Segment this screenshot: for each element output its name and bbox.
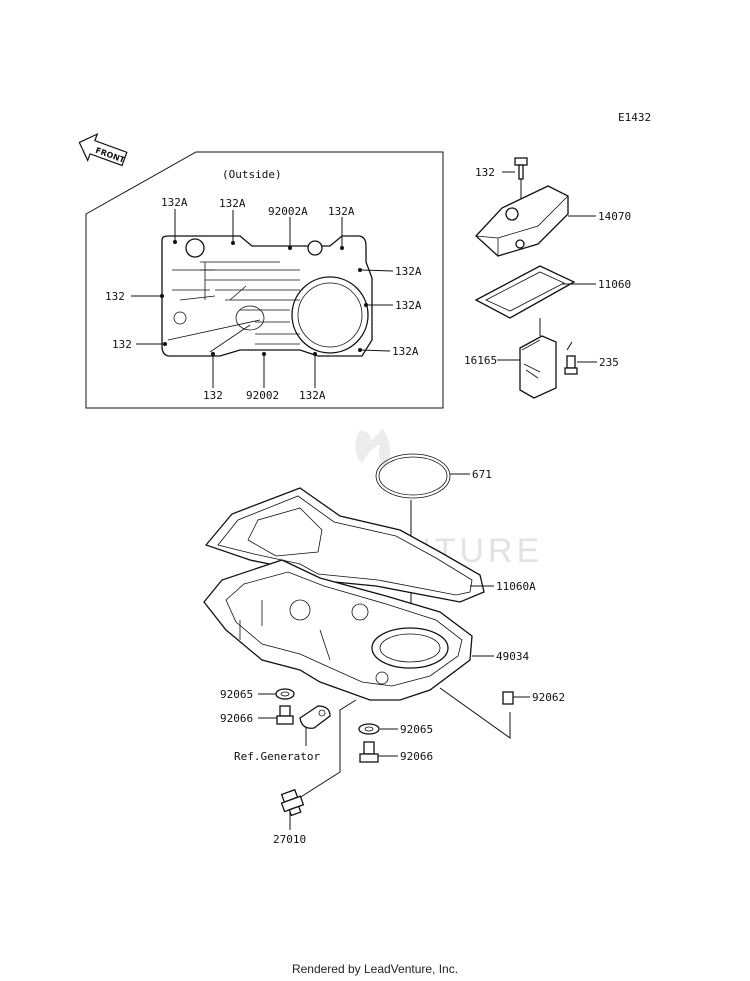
crankcase-outline (161, 235, 373, 357)
inset-frame (85, 151, 444, 409)
label-132-1: 132 (105, 290, 125, 303)
label-92066-left: 92066 (220, 712, 253, 725)
label-132-2: 132 (112, 338, 132, 351)
breather-gasket (474, 265, 576, 319)
label-132a-1: 132A (161, 196, 188, 209)
label-132-bolt: 132 (475, 166, 495, 179)
footer-credit: Rendered by LeadVenture, Inc. (291, 962, 459, 976)
washer-left (275, 688, 295, 700)
oil-pressure-switch (280, 788, 305, 817)
label-92066-right: 92066 (400, 750, 433, 763)
label-92065-left: 92065 (220, 688, 253, 701)
breather-cover (475, 185, 569, 257)
breather-plate (519, 335, 557, 399)
label-132a-6: 132A (392, 345, 419, 358)
label-92062: 92062 (532, 691, 565, 704)
label-27010: 27010 (273, 833, 306, 846)
inset-title: (Outside) (222, 168, 282, 181)
label-14070: 14070 (598, 210, 631, 223)
breather-bolt (514, 157, 528, 180)
label-49034: 49034 (496, 650, 529, 663)
label-132a-4: 132A (395, 265, 422, 278)
front-arrow-icon: FRONT (78, 132, 128, 167)
label-132a-2: 132A (219, 197, 246, 210)
label-132a-5: 132A (395, 299, 422, 312)
generator-clamp (299, 705, 331, 729)
label-ref-generator: Ref.Generator (234, 750, 320, 763)
label-132a-3: 132A (328, 205, 355, 218)
diagram-code: E1432 (618, 111, 651, 124)
washer-right (358, 723, 380, 735)
breather-screw (564, 355, 578, 375)
label-92002a: 92002A (268, 205, 308, 218)
label-11060a: 11060A (496, 580, 536, 593)
oil-pan (203, 559, 473, 701)
label-92065-right: 92065 (400, 723, 433, 736)
plug-left (276, 705, 294, 725)
label-132-3: 132 (203, 389, 223, 402)
label-671: 671 (472, 468, 492, 481)
inset-leaders (131, 209, 394, 388)
plug-92062 (502, 691, 514, 705)
label-92002: 92002 (246, 389, 279, 402)
plug-right (359, 741, 379, 763)
label-235: 235 (599, 356, 619, 369)
o-ring-671 (375, 453, 451, 499)
label-11060: 11060 (598, 278, 631, 291)
label-16165: 16165 (464, 354, 497, 367)
label-132a-7: 132A (299, 389, 326, 402)
inset-bolt-dots (160, 240, 368, 356)
